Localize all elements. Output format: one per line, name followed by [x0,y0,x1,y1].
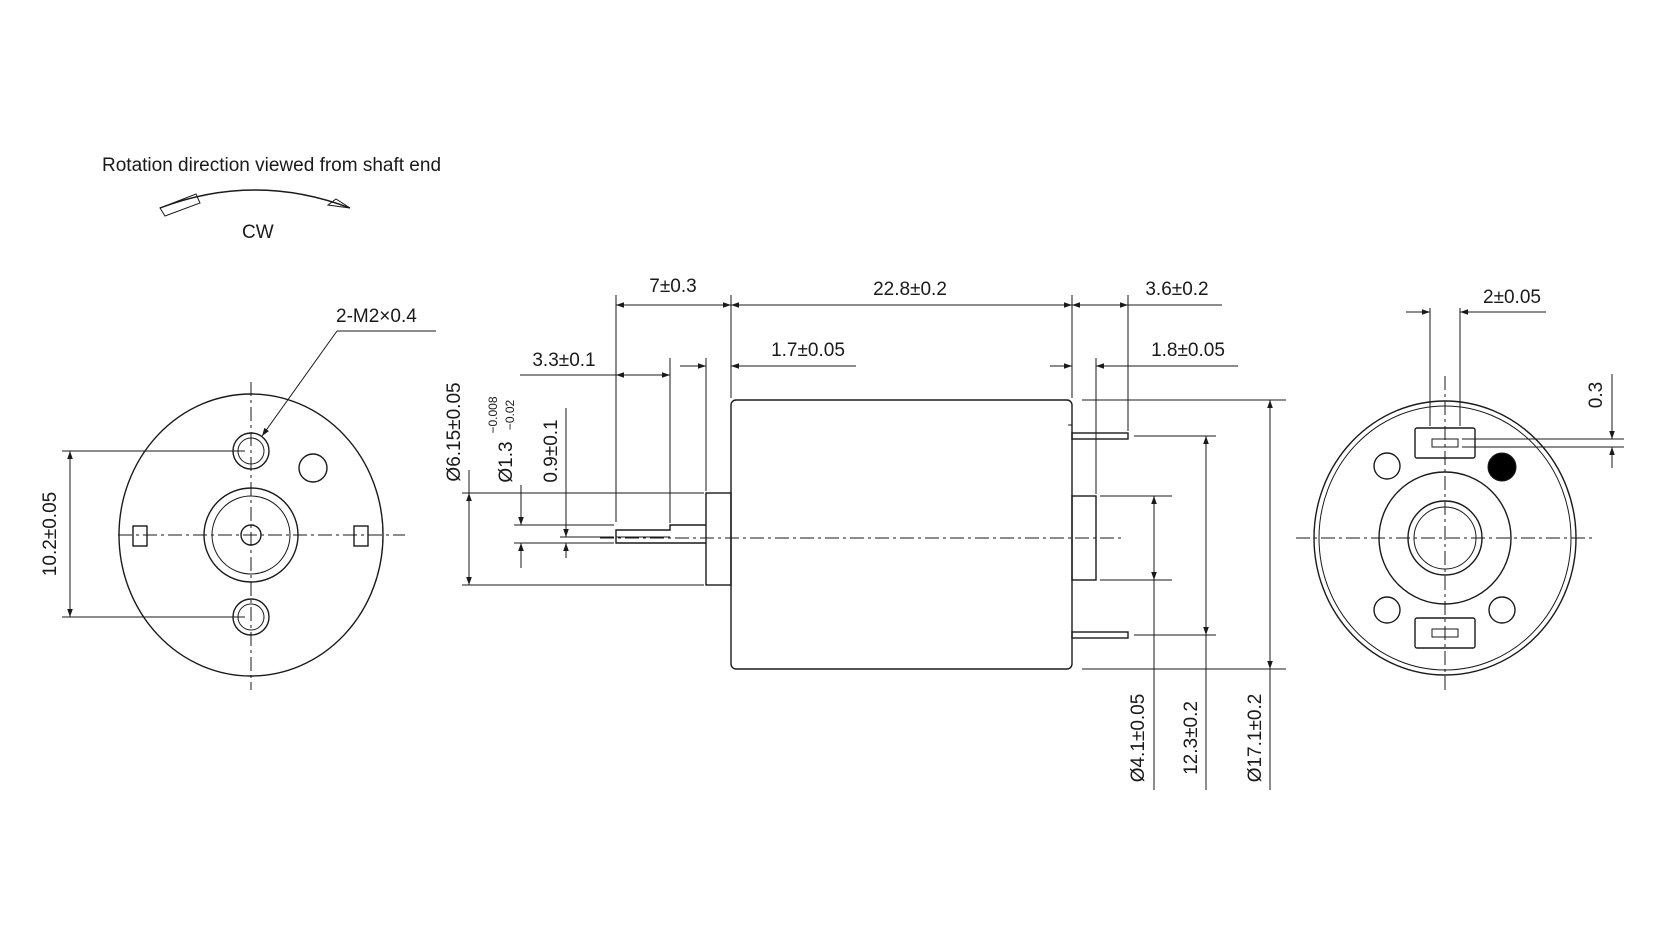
rear-hole-bottom-left [1373,596,1401,624]
front-vent-hole [298,453,328,483]
boss-diameter-label: Ø6.15±0.05 [444,382,465,481]
rotation-arrow-left [159,193,201,217]
front-slot-right [353,525,369,547]
rotation-direction: CW [242,222,274,243]
rotation-indicator: Rotation direction viewed from shaft end… [102,155,441,243]
rear-boss-label: Ø4.1±0.05 [1128,694,1149,783]
front-boss-inner [211,495,291,575]
front-slot-left [132,525,148,547]
rear-bearing [1407,500,1483,576]
flat-height-label: 0.9±0.1 [541,419,562,482]
rear-terminal-bottom-slot [1431,628,1459,638]
rear-terminal-bottom [1414,617,1476,649]
thread-callout-leader [261,330,338,437]
front-boss [203,487,299,583]
rear-terminal-top [1414,427,1476,459]
terminal-thickness-label: 0.3 [1586,382,1607,408]
rear-hole-top-left [1373,452,1401,480]
rear-hole-bottom-right [1488,596,1516,624]
rear-bearing-inner [1413,506,1477,570]
shaft-tol-lower: −0.02 [503,399,517,430]
rotation-arc [159,189,351,209]
rotation-arrow-right [326,198,351,209]
terminal-bottom-side [1071,631,1129,639]
polarity-mark [1487,452,1517,482]
front-body-outline [118,393,384,677]
front-shaft [240,524,262,546]
rear-body-inner [1318,405,1572,671]
flat-length-label: 3.3±0.1 [532,350,595,371]
boss-length-label: 1.7±0.05 [771,340,845,361]
terminal-spacing-label: 12.3±0.2 [1181,701,1202,775]
motor-body [730,399,1073,670]
rotation-caption: Rotation direction viewed from shaft end [102,155,441,176]
side-view: 7±0.3 22.8±0.2 3.6±0.2 3.3±0.1 1.7±0.05 … [444,276,1286,790]
terminal-length-label: 3.6±0.2 [1145,279,1208,300]
rear-body-outline [1313,400,1577,676]
hole-spacing-label: 10.2±0.05 [40,492,61,576]
rear-view: 2±0.05 0.3 [1296,287,1624,694]
rear-hub [1378,471,1512,605]
body-diameter-label: Ø17.1±0.2 [1245,694,1266,783]
front-boss-side [705,492,732,586]
shaft-tol-upper: −0.008 [486,396,500,433]
shaft-diameter-label: Ø1.3 [496,441,517,482]
terminal-top-side [1071,432,1129,440]
rear-terminal-top-slot [1431,438,1459,448]
thread-callout-label: 2-M2×0.4 [336,306,417,327]
front-view: 2-M2×0.4 10.2±0.05 [40,306,436,690]
shaft [615,524,706,544]
rear-boss-side [1071,495,1097,581]
body-length-label: 22.8±0.2 [873,279,947,300]
terminal-offset-label: 1.8±0.05 [1151,340,1225,361]
terminal-width-label: 2±0.05 [1483,287,1541,308]
shaft-length-label: 7±0.3 [649,276,696,297]
